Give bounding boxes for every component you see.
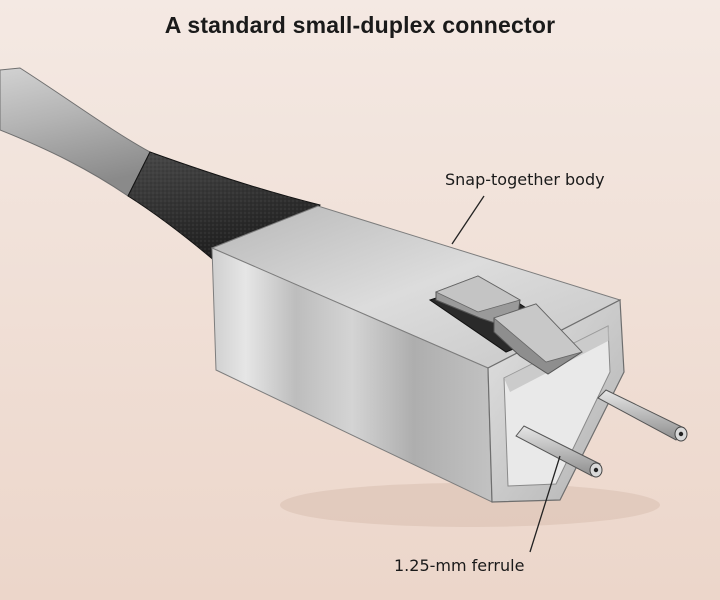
body-leader-line — [451, 195, 485, 245]
connector-shadow — [280, 483, 660, 527]
latch-rear-tab-top — [434, 275, 522, 313]
ferrule-lower — [515, 425, 603, 478]
callout-ferrule: 1.25-mm ferrule — [394, 556, 525, 575]
figure-title: A standard small-duplex connector — [164, 12, 556, 38]
ferrule-upper — [597, 389, 688, 442]
ferrule-leader-line — [529, 455, 561, 553]
callout-snap-together-body: Snap-together body — [445, 170, 605, 189]
latch-front-tab-top — [493, 303, 583, 363]
